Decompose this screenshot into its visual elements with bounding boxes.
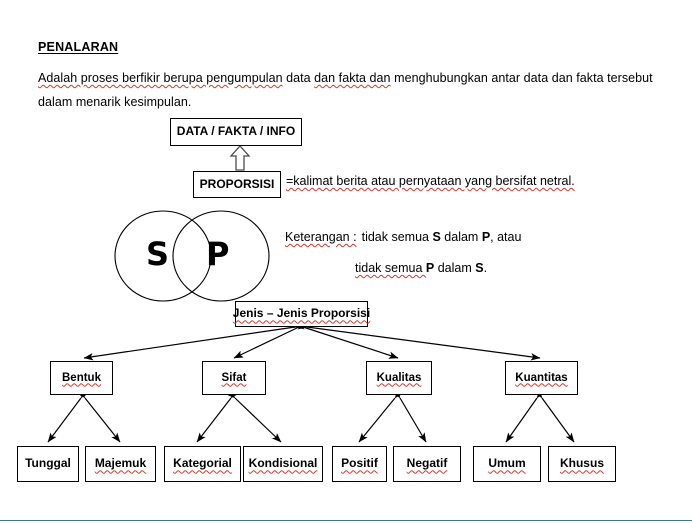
node-label: Sifat	[221, 371, 247, 384]
node-label: Khusus	[559, 456, 604, 471]
node-tunggal[interactable]: Tunggal	[17, 446, 79, 482]
intro-paragraph: Adalah proses berfikir berupa pengumpula…	[38, 66, 654, 114]
venn-diagram: S P	[108, 210, 278, 302]
node-majemuk[interactable]: Majemuk	[85, 446, 156, 482]
paragraph-segment-4: menghubungkan antar data dan fakta terse…	[38, 71, 653, 109]
node-kuantitas[interactable]: Kuantitas	[505, 361, 578, 395]
keterangan-1-post: , atau	[490, 230, 522, 244]
node-label: Kondisional	[248, 456, 318, 471]
proporsisi-definition: =kalimat berita atau pernyataan yang ber…	[286, 174, 575, 188]
node-label: PROPORSISI	[199, 176, 275, 191]
node-negatif[interactable]: Negatif	[393, 446, 461, 482]
keterangan-line-2: tidak semua P dalam S.	[355, 261, 487, 275]
venn-circles	[114, 210, 270, 302]
keterangan-2-s: S	[475, 261, 484, 275]
keterangan-1-p: P	[481, 230, 491, 244]
venn-label-p: P	[206, 235, 230, 273]
node-kategorial[interactable]: Kategorial	[164, 446, 241, 482]
node-label: Majemuk	[94, 456, 147, 471]
node-label: Bentuk	[62, 371, 101, 384]
node-label: Kuantitas	[515, 371, 568, 384]
paragraph-segment-3: dan fakta dan	[314, 71, 391, 85]
node-sifat[interactable]: Sifat	[202, 361, 266, 395]
node-label: Kualitas	[376, 371, 422, 384]
node-label: Jenis – Jenis Proporsisi	[232, 306, 371, 321]
keterangan-line-1: Keterangan : tidak semua S dalam P, atau	[285, 230, 521, 244]
paragraph-segment-2: data	[282, 71, 315, 85]
keterangan-2-post: .	[483, 261, 488, 275]
page-bottom-rule	[0, 520, 692, 521]
keterangan-2-p: P	[425, 261, 435, 275]
keterangan-2-mid: dalam	[434, 261, 476, 275]
node-khusus[interactable]: Khusus	[548, 446, 616, 482]
node-kondisional[interactable]: Kondisional	[243, 446, 323, 482]
node-label: Tunggal	[25, 456, 71, 471]
node-kualitas[interactable]: Kualitas	[366, 361, 432, 395]
keterangan-label: Keterangan :	[285, 230, 357, 244]
venn-label-s: S	[146, 235, 170, 273]
node-jenis-jenis-proporsisi[interactable]: Jenis – Jenis Proporsisi	[232, 301, 371, 327]
keterangan-2-pre: tidak semua	[355, 261, 426, 275]
page-title: PENALARAN	[38, 40, 119, 54]
node-data-fakta-info[interactable]: DATA / FAKTA / INFO	[170, 118, 302, 146]
node-label: Umum	[488, 456, 526, 471]
node-label: Positif	[341, 456, 378, 471]
definition-text: =kalimat berita atau pernyataan yang ber…	[286, 174, 575, 188]
node-label: Kategorial	[173, 456, 232, 471]
keterangan-1-pre: tidak semua	[361, 230, 433, 244]
keterangan-1-mid: dalam	[440, 230, 482, 244]
paragraph-segment-1: Adalah proses berfikir berupa pengumpula…	[38, 71, 283, 85]
keterangan-1-s: S	[432, 230, 441, 244]
node-label: DATA / FAKTA / INFO	[176, 124, 296, 139]
node-bentuk[interactable]: Bentuk	[50, 361, 113, 395]
node-positif[interactable]: Positif	[332, 446, 387, 482]
node-umum[interactable]: Umum	[473, 446, 541, 482]
node-proporsisi[interactable]: PROPORSISI	[193, 171, 281, 198]
node-label: Negatif	[406, 456, 448, 471]
